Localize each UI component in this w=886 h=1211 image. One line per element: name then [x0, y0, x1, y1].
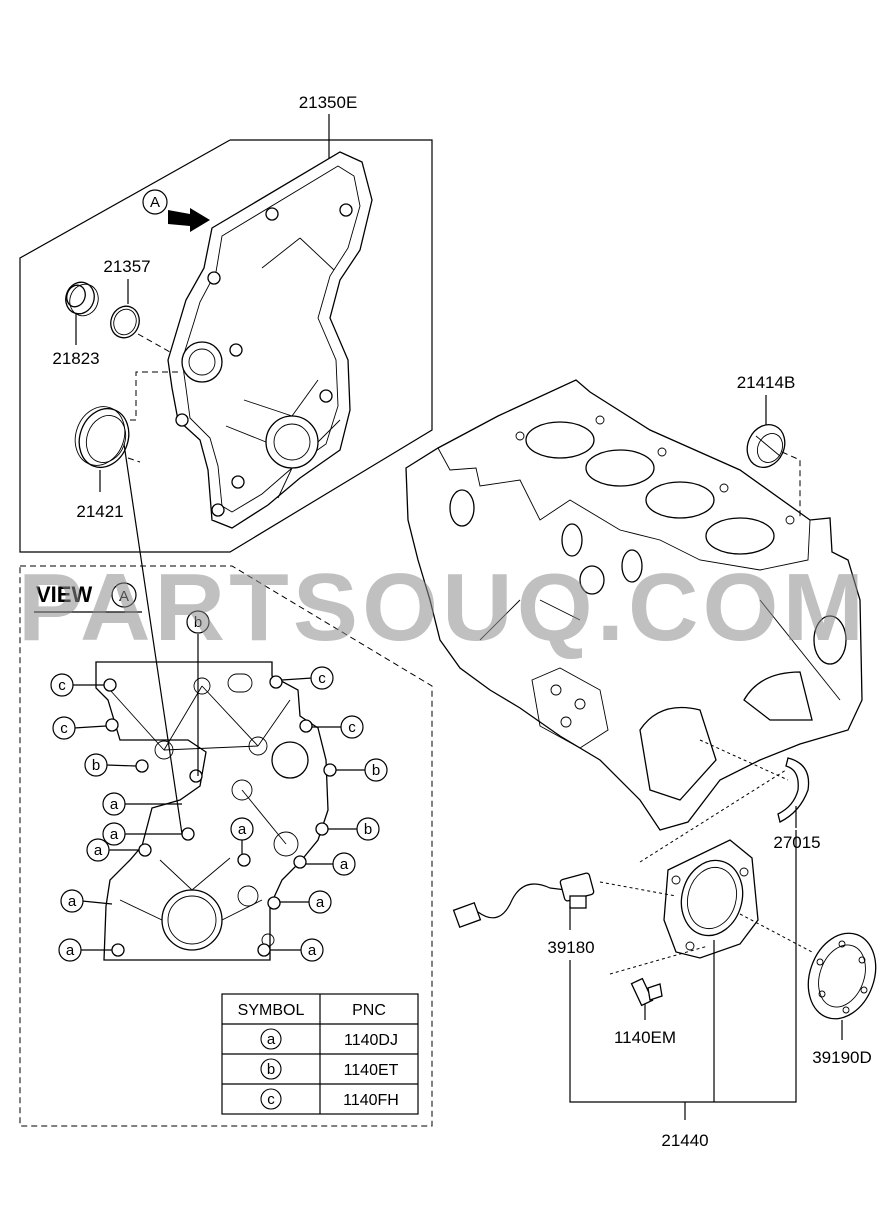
label-1140EM[interactable]: 1140EM — [614, 1028, 676, 1047]
label-21414B[interactable]: 21414B — [737, 373, 796, 392]
label-27015[interactable]: 27015 — [773, 833, 820, 852]
callout-c-3: c — [60, 720, 68, 737]
label-21440[interactable]: 21440 — [661, 1131, 708, 1150]
callout-a-7: a — [66, 942, 75, 959]
sensor-39180 — [452, 872, 595, 929]
callout-a-4: a — [340, 856, 349, 873]
callout-a-6: a — [316, 894, 325, 911]
bearing-27015 — [777, 757, 810, 823]
callout-a-5: a — [68, 893, 77, 910]
target-wheel-39190D — [807, 932, 877, 1020]
oil-seal-21421 — [74, 406, 130, 469]
table-symbol-b: b — [267, 1061, 275, 1078]
callout-b-right-1: b — [372, 762, 380, 779]
oring-21357 — [110, 305, 140, 339]
label-21421[interactable]: 21421 — [76, 502, 123, 521]
part-21414B — [746, 424, 786, 468]
label-21350E[interactable]: 21350E — [299, 93, 358, 112]
callout-c-4: c — [348, 719, 356, 736]
label-39190D[interactable]: 39190D — [812, 1048, 872, 1067]
label-21357[interactable]: 21357 — [103, 257, 150, 276]
callout-a-upper: a — [102, 792, 182, 816]
view-a-cover — [95, 661, 337, 961]
table-symbol-c: c — [267, 1091, 275, 1108]
cylinder-block — [405, 379, 863, 831]
label-39180[interactable]: 39180 — [547, 938, 594, 957]
callout-c-1: c — [58, 677, 66, 694]
table-pnc-1140FH[interactable]: 1140FH — [343, 1092, 399, 1109]
label-21823[interactable]: 21823 — [52, 349, 99, 368]
callout-b-right-2: b — [364, 821, 372, 838]
callout-a-3: a — [94, 842, 103, 859]
callout-a-upper-letter: a — [110, 796, 119, 813]
view-title: VIEW — [36, 582, 92, 607]
view-a-panel — [19, 565, 433, 1127]
table-symbol-a: a — [267, 1031, 276, 1048]
seal-case-21440 — [663, 839, 759, 959]
view-title-marker: A — [119, 588, 129, 605]
symbol-table: SYMBOL PNC a 1140DJ b 1140ET c 1140FH — [221, 993, 419, 1115]
callout-a-2: a — [238, 821, 247, 838]
timing-cover-panel — [19, 139, 433, 553]
callout-a-1: a — [110, 826, 119, 843]
symbol-callouts: b c c c c b b a b — [50, 443, 388, 962]
seal-21823 — [65, 281, 99, 317]
view-a-arrow: A — [142, 189, 210, 232]
callout-b-top: b — [194, 614, 202, 631]
table-pnc-1140ET[interactable]: 1140ET — [344, 1062, 399, 1079]
callout-b-left: b — [92, 757, 100, 774]
timing-cover-21350E — [167, 151, 373, 529]
callout-a-8: a — [308, 942, 317, 959]
watermark: PARTSOUQ.COM — [18, 554, 868, 661]
table-header-symbol: SYMBOL — [238, 1002, 305, 1019]
bolt-1140EM — [630, 977, 663, 1007]
table-pnc-1140DJ[interactable]: 1140DJ — [344, 1032, 398, 1049]
table-header-pnc: PNC — [352, 1002, 386, 1019]
callout-c-2: c — [318, 670, 326, 687]
view-marker-a: A — [150, 194, 160, 211]
